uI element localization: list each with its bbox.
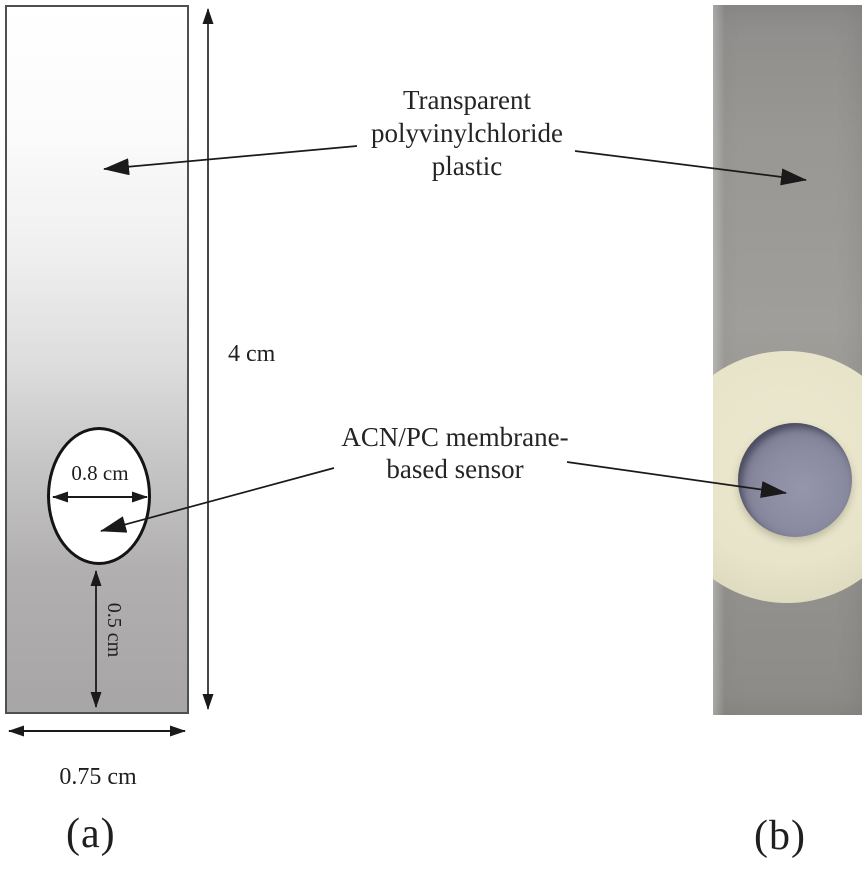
panel-b-caption: (b) (754, 813, 806, 859)
panel-a-caption: (a) (66, 811, 116, 857)
strip-height-dimension-label: 4 cm (228, 341, 276, 367)
hole-diameter-dimension-label: 0.8 cm (71, 461, 129, 485)
strip-width-dimension-label: 0.75 cm (59, 764, 137, 790)
hole-offset-dimension-label: 0.5 cm (103, 602, 125, 658)
sensor-membrane-photo (738, 423, 852, 537)
sensor-hole-schematic (47, 427, 151, 565)
pvc-strip-schematic (5, 5, 189, 714)
pvc-annotation-label: Transparent polyvinylchloride plastic (371, 85, 563, 181)
pvc-strip-photo (713, 5, 862, 715)
sensor-annotation-label: ACN/PC membrane- based sensor (341, 422, 569, 484)
photo-edge-highlight (713, 5, 725, 715)
